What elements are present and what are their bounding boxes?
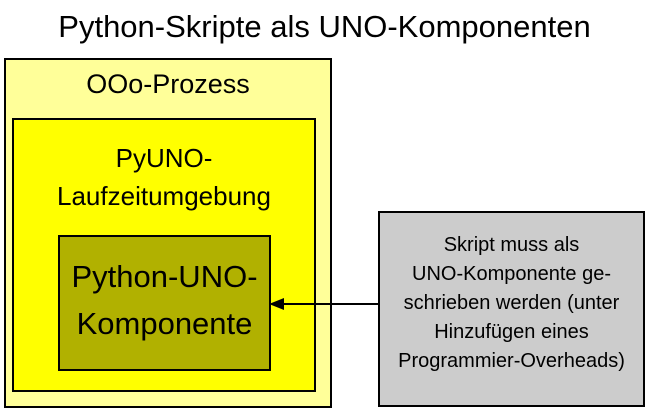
- pyuno-runtime-label: PyUNO- Laufzeitumgebung: [12, 139, 316, 215]
- python-uno-component-label: Python-UNO- Komponente: [58, 253, 271, 347]
- annotation-line: Programmier-Overheads): [398, 350, 625, 372]
- pyuno-runtime-label-line2: Laufzeitumgebung: [57, 181, 271, 211]
- pyuno-runtime-label-line1: PyUNO-: [115, 143, 213, 173]
- python-uno-component-box: [58, 235, 271, 371]
- python-uno-component-label-line2: Komponente: [76, 306, 253, 341]
- annotation-line: Hinzufügen eines: [434, 321, 589, 343]
- annotation-line: UNO-Komponente ge-: [412, 263, 611, 285]
- python-uno-component-label-line1: Python-UNO-: [71, 259, 258, 294]
- annotation-box: [378, 211, 645, 407]
- annotation-line: Skript muss als: [443, 234, 580, 256]
- arrow-head-icon: [269, 298, 284, 310]
- annotation-line: schrieben werden (unter: [403, 292, 620, 314]
- arrow-line: [283, 303, 379, 305]
- annotation-text: Skript muss als UNO-Komponente ge- schri…: [380, 231, 643, 376]
- ooo-process-label: OOo-Prozess: [86, 69, 250, 99]
- page-title: Python-Skripte als UNO-Komponenten: [58, 9, 591, 44]
